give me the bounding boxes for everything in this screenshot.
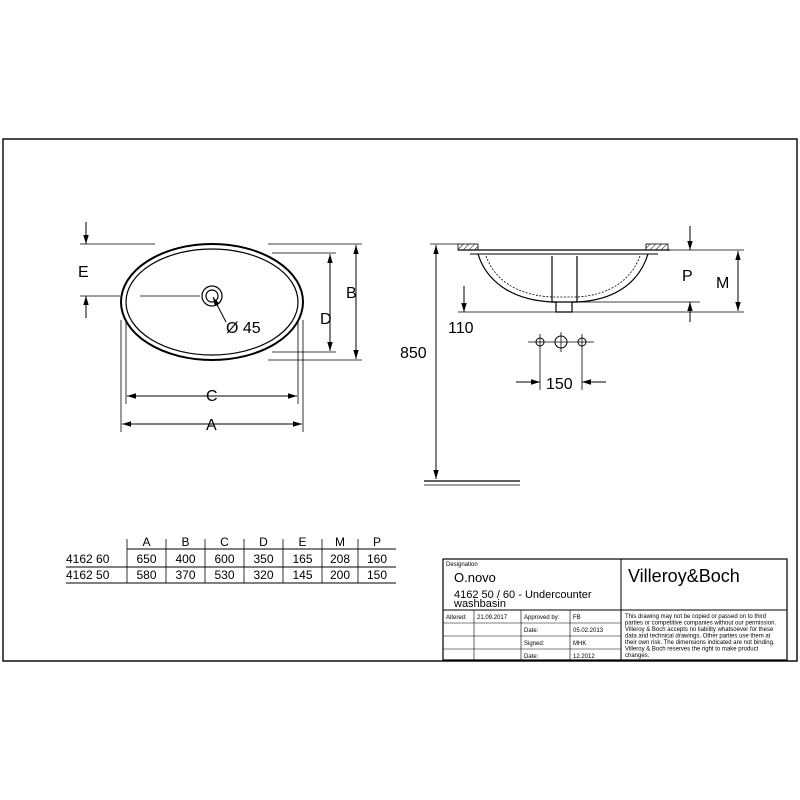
table-header-cell: B [181,535,189,549]
dim-850-label: 850 [400,345,427,362]
table-cell: 4162 50 [66,568,110,582]
table-cell: 600 [214,552,234,566]
hole-diameter-label: Ø 45 [226,320,261,337]
table-cells: A B C D E M P 4162 60 650 400 600 350 165 208 160 4162 … [66,535,387,583]
drawing-frame [2,138,798,662]
product-name: O.novo [454,570,496,585]
dim-d-label: D [320,311,332,328]
table-cell: 580 [136,568,156,582]
table-cell: 320 [253,568,273,582]
dimension-table: A B C D E M P 4162 60 650 400 600 350 165 208 160 4162 … [66,535,396,584]
product-desc-line1: 4162 50 / 60 - Undercounter [454,589,592,601]
signed-value: MHK [573,641,586,647]
table-cell: 160 [367,552,387,566]
plan-view: Ø 45 E B D C A [78,222,362,434]
disclaimer-line-2: parties or competitive companies without… [625,621,776,627]
disclaimer-line-3: Villeroy & Boch accepts no liability wha… [625,627,774,633]
product-desc-line2: washbasin [453,598,506,610]
dim-b-label: B [346,285,357,302]
table-cell: 650 [136,552,156,566]
altered-date: 21.09.2017 [477,615,508,621]
approved-label: Approved by: [524,615,560,621]
table-header-cell: M [335,535,345,549]
table-header-cell: P [373,535,381,549]
disclaimer-line-1: This drawing may not be copied or passed… [625,614,766,620]
table-header-cell: C [220,535,229,549]
table-cell: 530 [214,568,234,582]
table-header-cell: A [142,535,150,549]
table-header-cell: D [259,535,268,549]
dim-e-label: E [78,264,89,281]
table-cell: 165 [292,552,312,566]
countertop-hatch-left [457,243,479,251]
date2-label: Date: [524,654,539,660]
drain-hole-inner [205,289,219,303]
basin-inner-bowl [125,248,299,356]
table-cell: 145 [292,568,312,582]
date2-value: 12.2012 [573,654,595,660]
dim-a-label: A [206,417,217,434]
title-block: Designation O.novo 4162 50 / 60 - Underc… [442,558,788,661]
section-view: 850 110 P M 150 [400,226,744,486]
countertop-hatch-right [645,243,669,251]
table-cell: 150 [367,568,387,582]
disclaimer-line-5: their own risk. The dimensions indicated… [625,640,775,646]
basin-bowl-inner [485,255,641,298]
drain-leader [212,296,227,323]
disclaimer-line-6: Villeroy & Boch reserves the right to ma… [625,647,759,653]
table-cell: 208 [330,552,350,566]
table-cell: 350 [253,552,273,566]
disclaimer-line-7: changes. [625,653,650,659]
drain-outlet [551,256,578,313]
dim-110-label: 110 [448,320,474,337]
disclaimer-line-4: data and technical drawings. Other parti… [625,634,771,640]
dim-c-label: C [206,388,218,405]
approved-value: FB [573,615,581,621]
signed-label: Signed: [524,641,545,647]
dim-p-label: P [682,268,693,285]
designation-label: Designation [446,562,478,568]
table-cell: 200 [330,568,350,582]
date-value: 05.02.2013 [573,628,604,634]
table-cell: 400 [175,552,195,566]
dim-150-label: 150 [546,376,573,393]
table-cell: 4162 60 [66,552,110,566]
dim-m-label: M [716,275,729,292]
table-header-cell: E [298,535,306,549]
table-cell: 370 [175,568,195,582]
altered-label: Altered: [446,615,467,621]
basin-bowl-outer [477,253,649,303]
basin-outer-rim [120,243,304,361]
brand-logo: Villeroy&Boch [628,566,740,586]
date-label: Date: [524,628,539,634]
drain-hole-outer [201,285,223,307]
